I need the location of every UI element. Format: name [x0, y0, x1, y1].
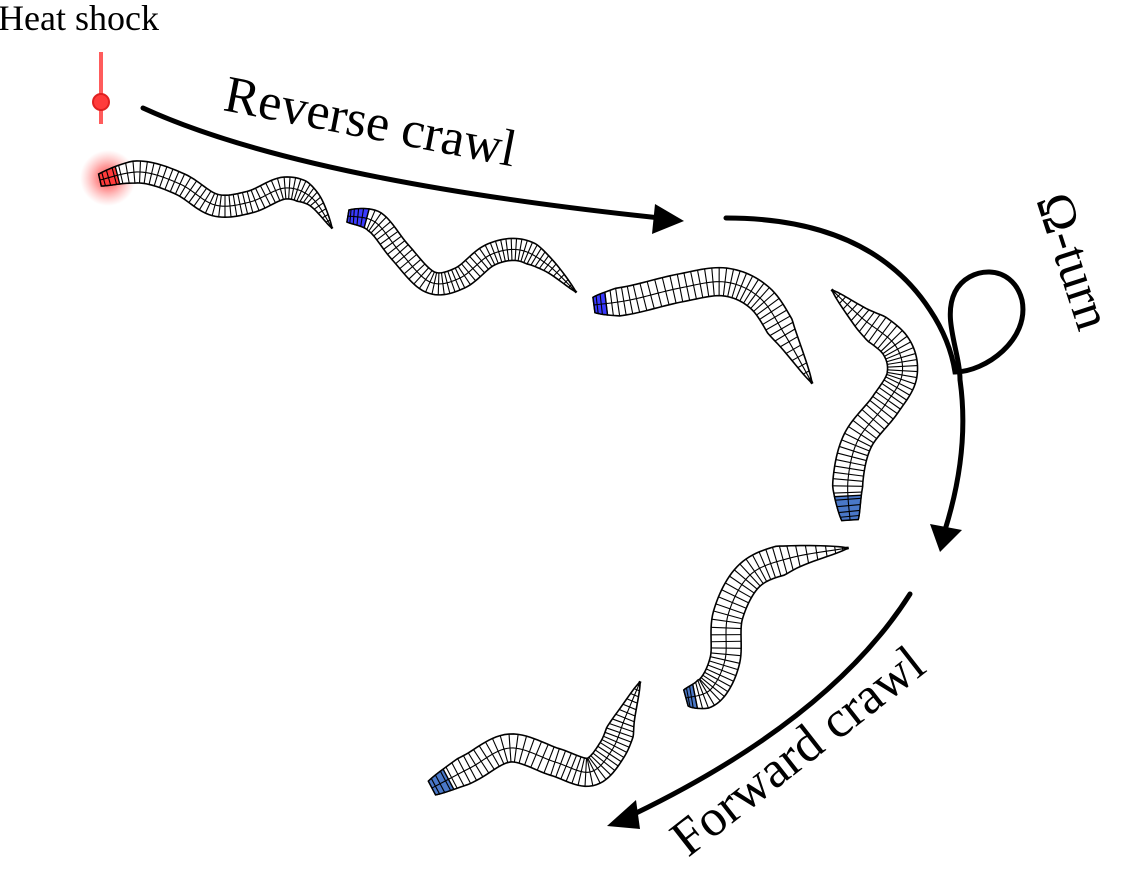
- heat-probe-icon: [92, 52, 110, 124]
- worm-midline: [685, 547, 849, 699]
- reverse-crawl-arrow: [140, 105, 684, 234]
- worm-body: [427, 680, 642, 796]
- worm-forward-1: [682, 544, 849, 710]
- worm-midline: [431, 681, 641, 789]
- worm-head-highlight: [427, 768, 455, 796]
- worm-reversing-2: [592, 266, 814, 385]
- worm-reversing-1: [346, 207, 578, 296]
- forward-crawl-arrow: [607, 591, 913, 829]
- worm-heat-shocked: [97, 160, 334, 230]
- worm-midline: [99, 171, 333, 229]
- heat-shock-label: Heat shock: [0, 0, 159, 38]
- worm-body: [682, 544, 849, 710]
- reverse-crawl-label: Reverse crawl: [220, 66, 521, 178]
- worm-head-highlight: [833, 494, 863, 522]
- forward-crawl-label: Forward crawl: [660, 635, 935, 867]
- worm-midline: [593, 281, 813, 384]
- omega-turn-arrow: [723, 215, 1026, 552]
- omega-turn-label: Ω-turn: [1025, 186, 1122, 337]
- worm-omega-turn: [830, 288, 919, 522]
- worm-forward-2: [427, 680, 642, 796]
- worm-midline: [831, 289, 904, 521]
- worm-midline: [347, 215, 577, 293]
